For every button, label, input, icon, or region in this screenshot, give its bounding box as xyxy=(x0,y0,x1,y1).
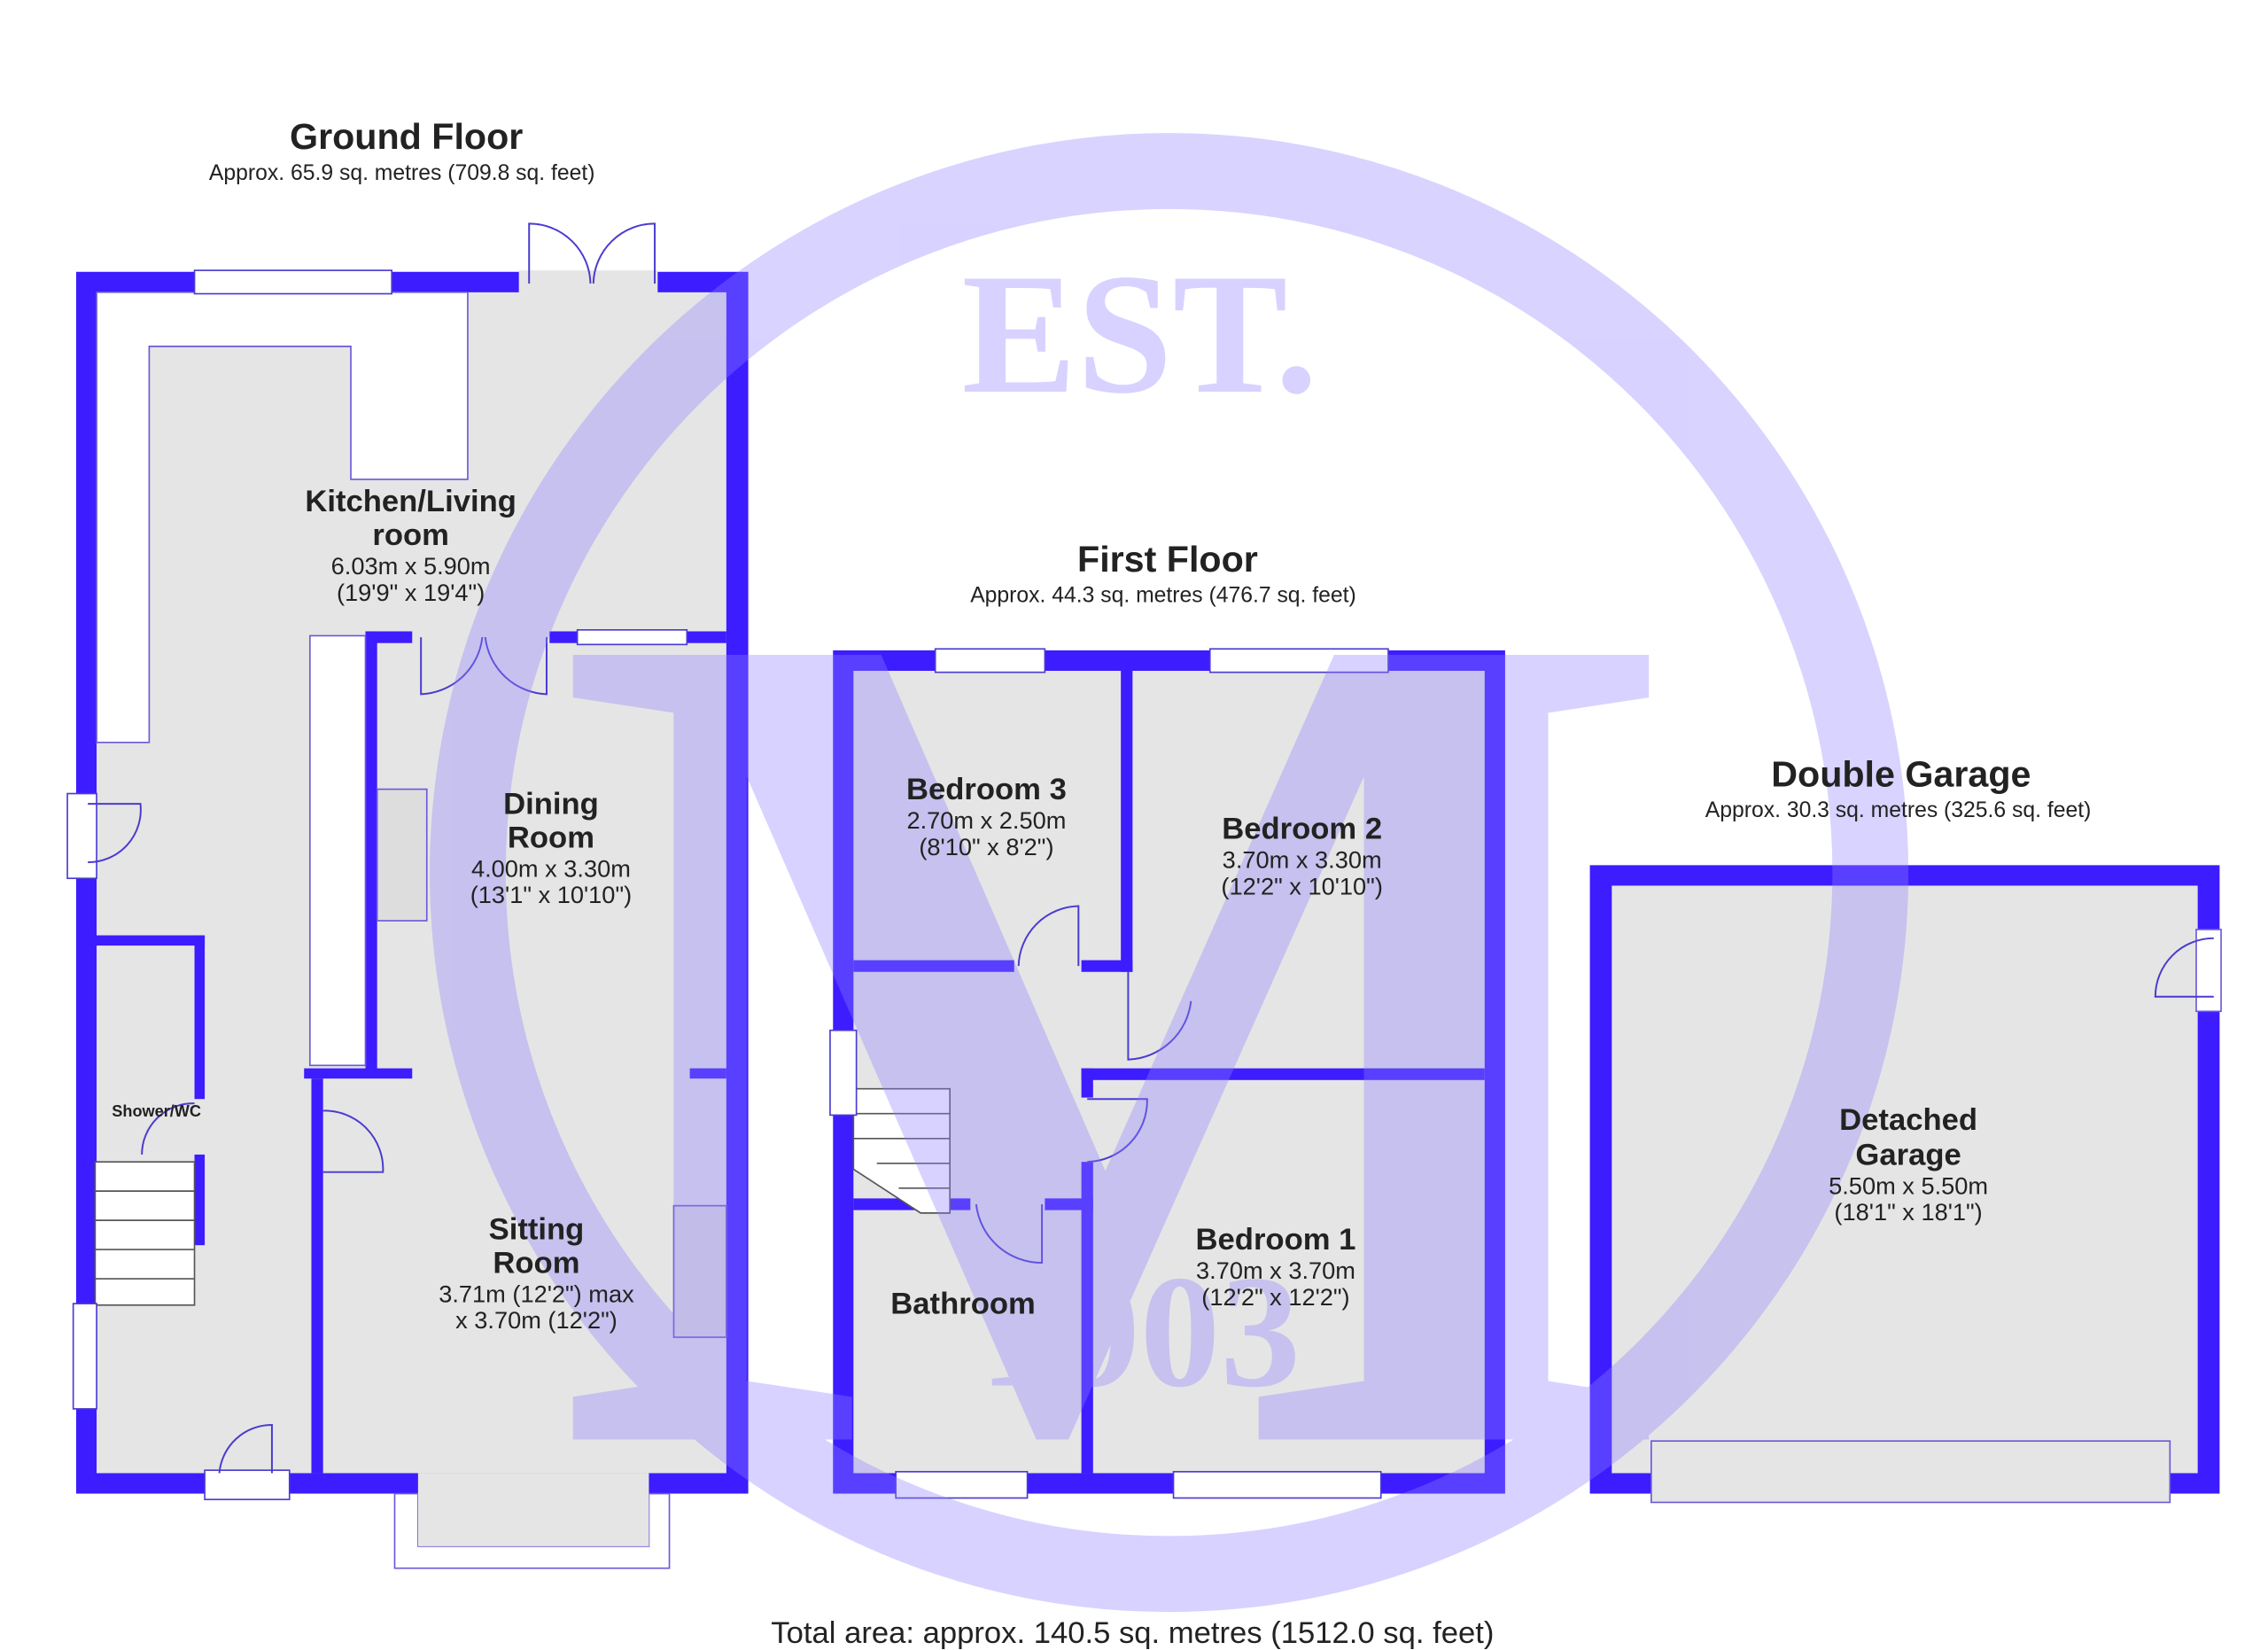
svg-text:Room: Room xyxy=(508,821,594,855)
garage-plan xyxy=(1589,865,2222,1504)
svg-text:Bedroom 1: Bedroom 1 xyxy=(1196,1223,1356,1257)
svg-text:Kitchen/Living: Kitchen/Living xyxy=(305,485,517,518)
room-kitchen-living: Kitchen/Living room 6.03m x 5.90m (19'9"… xyxy=(305,485,517,606)
room-detached-garage: Detached Garage 5.50m x 5.50m (18'1" x 1… xyxy=(1829,1103,1988,1226)
svg-text:5.50m x 5.50m: 5.50m x 5.50m xyxy=(1829,1171,1988,1199)
room-bedroom-1: Bedroom 1 3.70m x 3.70m (12'2" x 12'2") xyxy=(1196,1223,1356,1311)
svg-text:Room: Room xyxy=(493,1246,579,1280)
svg-text:Sitting: Sitting xyxy=(489,1213,585,1247)
first-floor-area: Approx. 44.3 sq. metres (476.7 sq. feet) xyxy=(970,583,1356,607)
room-bedroom-3: Bedroom 3 2.70m x 2.50m (8'10" x 8'2") xyxy=(906,773,1067,860)
watermark-logo: EST. M 1903 xyxy=(430,133,1909,1650)
svg-text:(13'1" x 10'10"): (13'1" x 10'10") xyxy=(470,881,632,908)
svg-text:6.03m x 5.90m: 6.03m x 5.90m xyxy=(331,552,491,580)
svg-text:(12'2" x 12'2"): (12'2" x 12'2") xyxy=(1201,1283,1349,1311)
first-floor-title: First Floor xyxy=(1077,539,1258,580)
svg-text:Bedroom 3: Bedroom 3 xyxy=(906,773,1067,806)
ground-floor-area: Approx. 65.9 sq. metres (709.8 sq. feet) xyxy=(209,161,595,185)
total-area: Total area: approx. 140.5 sq. metres (15… xyxy=(771,1616,1494,1650)
svg-text:Bedroom 2: Bedroom 2 xyxy=(1222,813,1382,846)
svg-text:M: M xyxy=(553,372,1683,1650)
svg-text:Detached: Detached xyxy=(1839,1103,1977,1137)
door xyxy=(528,222,656,284)
svg-text:(19'9" x 19'4"): (19'9" x 19'4") xyxy=(337,579,485,606)
room-bathroom: Bathroom xyxy=(890,1288,1036,1321)
ground-floor-plan xyxy=(66,222,749,1569)
svg-text:Dining: Dining xyxy=(503,788,599,821)
svg-text:EST.: EST. xyxy=(962,239,1318,430)
svg-text:3.70m x 3.70m: 3.70m x 3.70m xyxy=(1196,1257,1355,1284)
window xyxy=(193,269,393,295)
garage-area: Approx. 30.3 sq. metres (325.6 sq. feet) xyxy=(1705,798,2092,822)
room-bedroom-2: Bedroom 2 3.70m x 3.30m (12'2" x 10'10") xyxy=(1221,813,1382,900)
stairs xyxy=(852,1087,951,1214)
svg-text:3.71m (12'2") max: 3.71m (12'2") max xyxy=(439,1280,634,1307)
room-shower-wc: Shower/WC xyxy=(112,1102,201,1120)
garage-title: Double Garage xyxy=(1771,753,2031,794)
svg-text:Garage: Garage xyxy=(1855,1138,1961,1171)
svg-text:(8'10" x 8'2"): (8'10" x 8'2") xyxy=(919,833,1053,860)
ground-floor-title: Ground Floor xyxy=(290,116,523,157)
svg-text:(18'1" x 18'1"): (18'1" x 18'1") xyxy=(1834,1198,1982,1226)
svg-text:room: room xyxy=(372,518,449,552)
first-floor-plan xyxy=(829,648,1505,1499)
svg-text:2.70m x 2.50m: 2.70m x 2.50m xyxy=(906,806,1066,834)
room-sitting: Sitting Room 3.71m (12'2") max x 3.70m (… xyxy=(439,1213,634,1335)
svg-text:1903: 1903 xyxy=(979,1242,1301,1420)
svg-text:(12'2" x 10'10"): (12'2" x 10'10") xyxy=(1221,872,1382,899)
svg-text:x 3.70m (12'2"): x 3.70m (12'2") xyxy=(455,1306,617,1334)
svg-text:3.70m x 3.30m: 3.70m x 3.30m xyxy=(1223,846,1382,874)
room-dining: Dining Room 4.00m x 3.30m (13'1" x 10'10… xyxy=(470,788,632,909)
svg-text:4.00m x 3.30m: 4.00m x 3.30m xyxy=(471,855,631,883)
stairs xyxy=(94,1161,196,1306)
